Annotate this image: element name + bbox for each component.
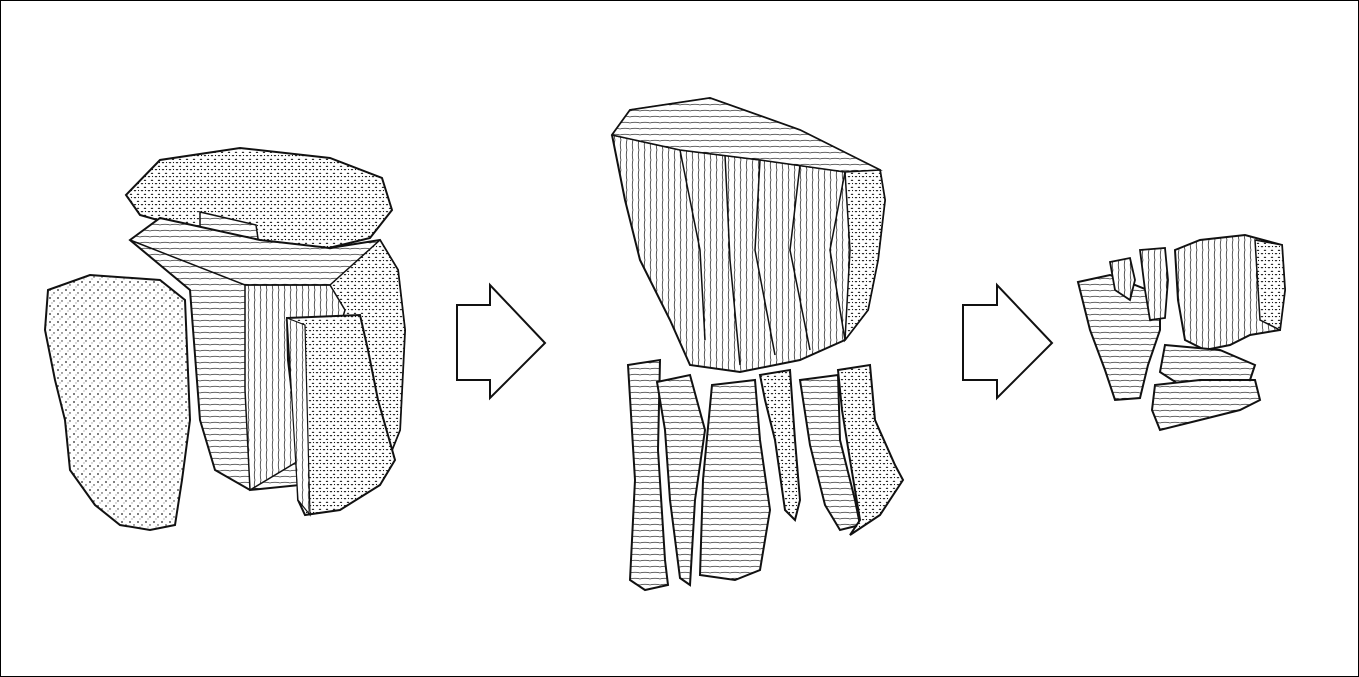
fragment-bottom-flake-2 [1152,380,1260,430]
stage-core-preparation [45,148,405,530]
blade-3 [700,380,770,580]
stage-exhausted-core [1078,235,1285,430]
stage-blade-removal [612,98,903,590]
process-arrow-1 [457,285,545,398]
left-cortex-flake [45,275,190,530]
process-arrow-2 [963,285,1052,398]
